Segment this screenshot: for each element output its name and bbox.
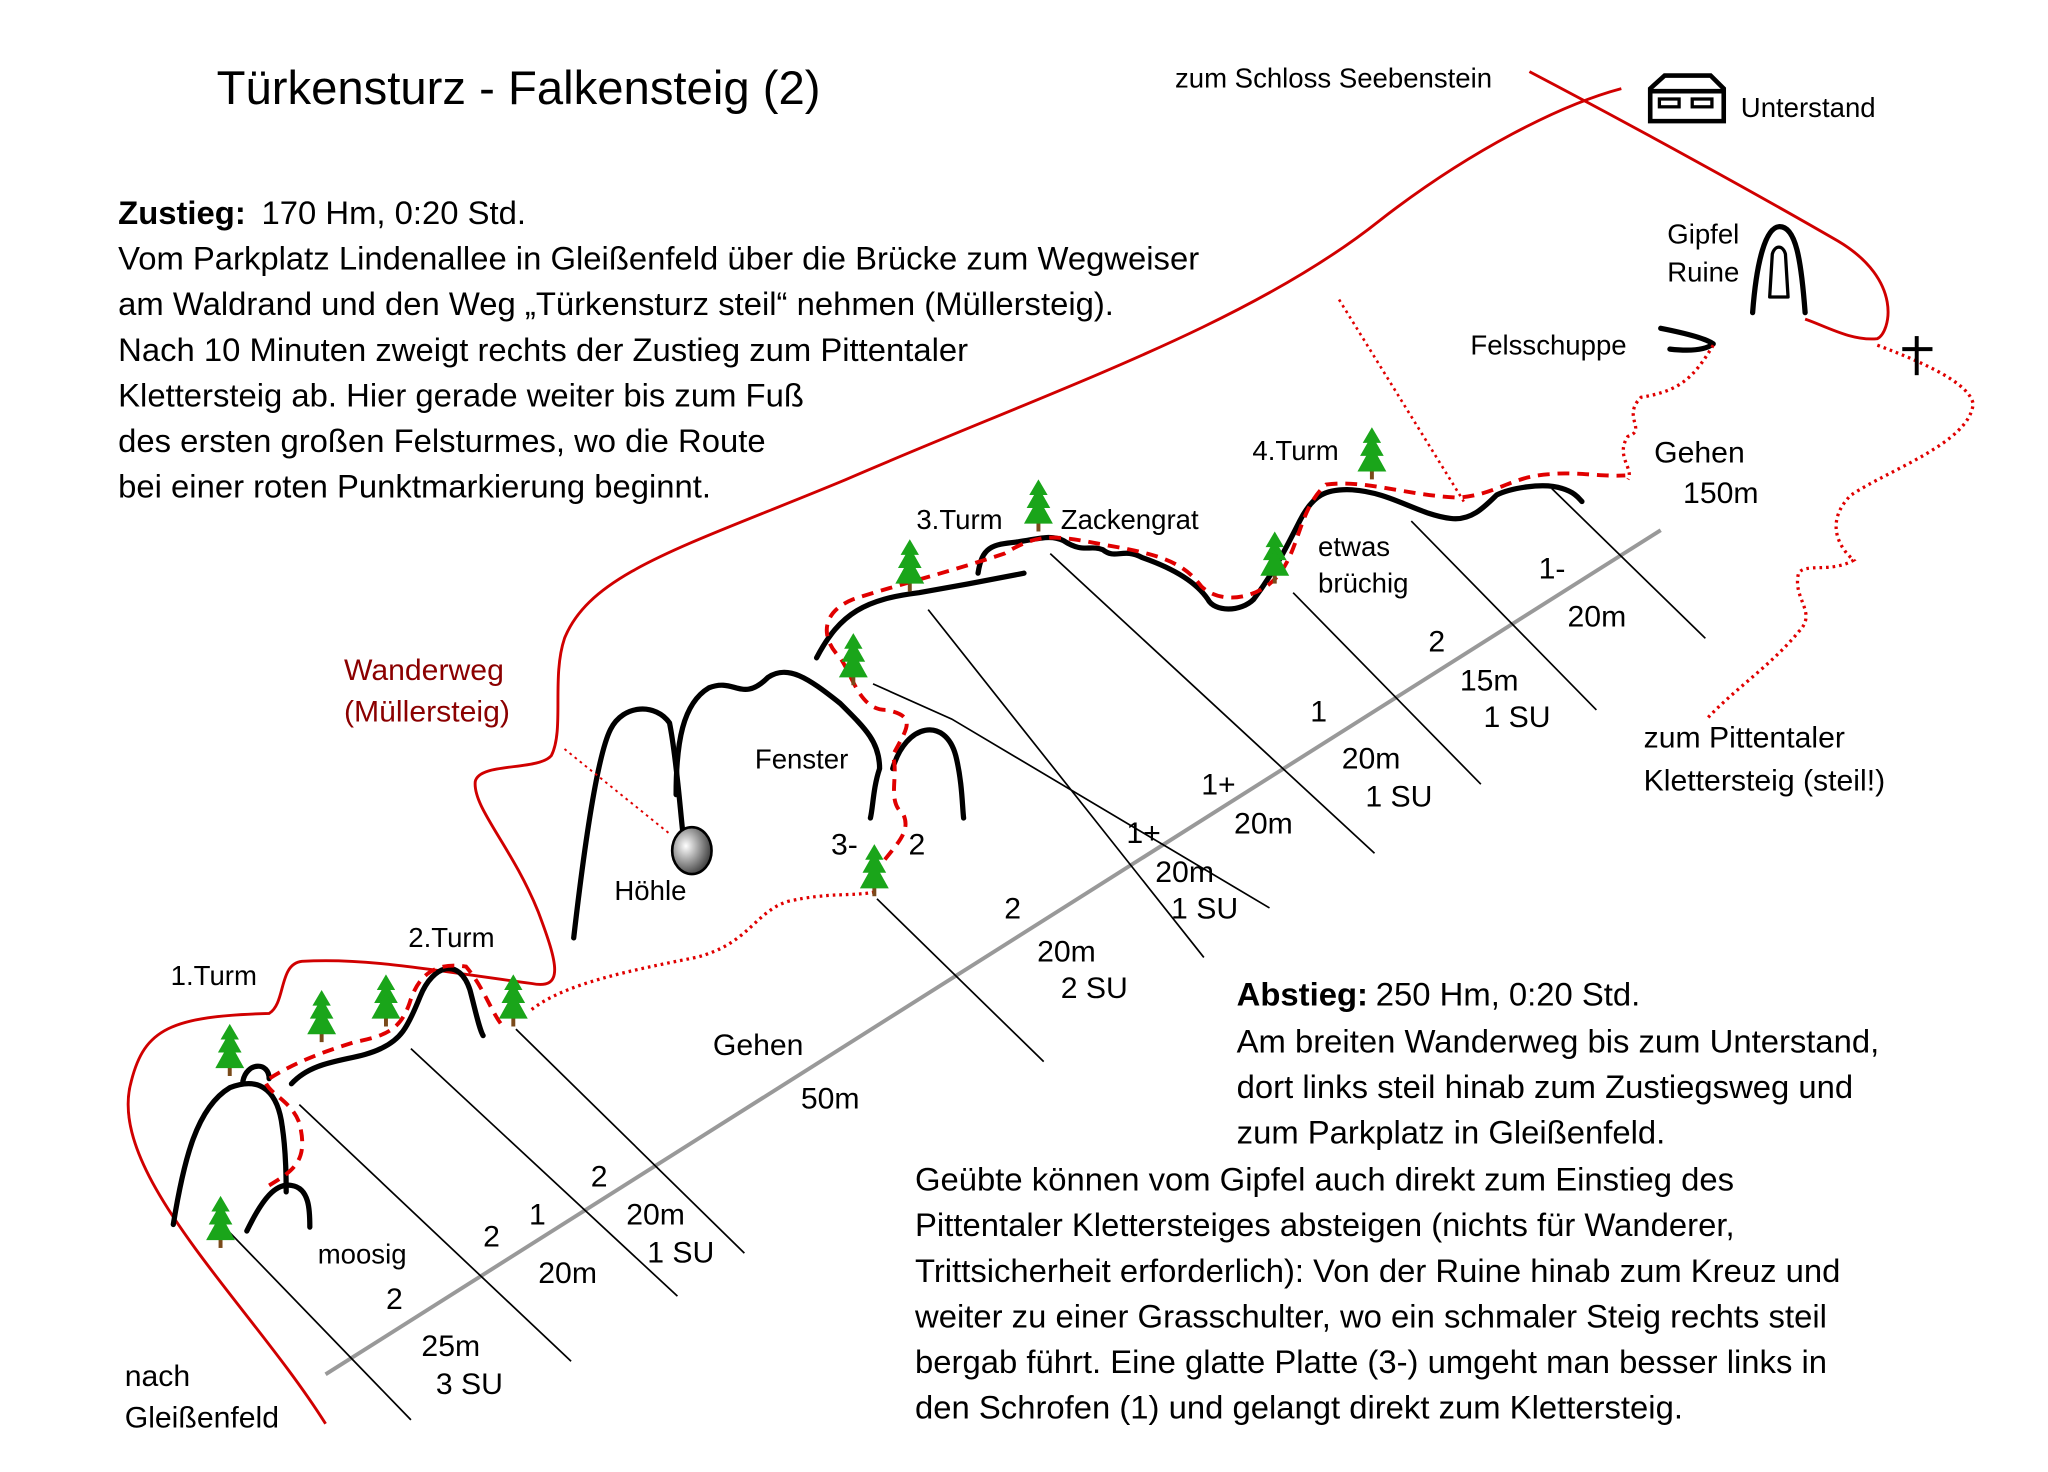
label-wanderweg: Wanderweg: [344, 654, 504, 687]
abstieg-advanced-line: Trittsicherheit erforderlich): Von der R…: [915, 1252, 1840, 1289]
zustieg-line: am Waldrand und den Weg „Türkensturz ste…: [118, 285, 1114, 322]
label-unterstand: Unterstand: [1741, 92, 1876, 123]
zustieg-line: Vom Parkplatz Lindenallee in Gleißenfeld…: [118, 240, 1199, 277]
pitch8-grade: 2: [1428, 625, 1445, 658]
label-felsschuppe: Felsschuppe: [1470, 329, 1626, 360]
pitch5-su: 1 SU: [1171, 892, 1238, 925]
label-gleissenfeld: Gleißenfeld: [125, 1402, 279, 1435]
pitch1-su: 3 SU: [436, 1368, 503, 1401]
pitch1-grade-alt: 2: [483, 1221, 500, 1254]
abstieg-line: zum Parkplatz in Gleißenfeld.: [1237, 1114, 1666, 1151]
abstieg-advanced-line: weiter zu einer Grasschulter, wo ein sch…: [914, 1298, 1827, 1335]
label-ruine: Ruine: [1667, 256, 1739, 287]
label-pittentaler-1: zum Pittentaler: [1644, 722, 1845, 755]
label-gehen-top-length: 150m: [1683, 477, 1758, 510]
label-hoehle: Höhle: [614, 875, 686, 906]
pitch9-length: 20m: [1568, 601, 1627, 634]
label-schloss: zum Schloss Seebenstein: [1175, 62, 1492, 93]
pitch8-su: 1 SU: [1483, 701, 1550, 734]
cave-pointer: [563, 748, 671, 835]
cave: [670, 825, 713, 876]
pitch4-su: 2 SU: [1061, 972, 1128, 1005]
abstieg-advanced-line: Geübte können vom Gipfel auch direkt zum…: [915, 1161, 1734, 1198]
label-gehen-mid-length: 50m: [801, 1083, 860, 1116]
pitch3-grade: 2: [591, 1161, 608, 1194]
label-nach: nach: [125, 1360, 190, 1393]
pitch8-length: 15m: [1460, 665, 1519, 698]
pitch7-length: 20m: [1342, 743, 1401, 776]
label-turm2: 2.Turm: [408, 922, 494, 953]
pitch5-length: 20m: [1155, 856, 1214, 889]
label-fenster: Fenster: [755, 744, 848, 775]
route-baseline: [324, 528, 1662, 1376]
pitch6-grade: 1+: [1201, 769, 1235, 802]
crux-grade-left: 3-: [831, 829, 858, 862]
abstieg-text: Abstieg:250 Hm, 0:20 Std.: [1237, 976, 1641, 1013]
pitch7-su: 1 SU: [1365, 780, 1432, 813]
pitch1-grade: 2: [386, 1283, 403, 1316]
climbing-route-upper: [824, 471, 1626, 877]
abstieg-heading: Abstieg:: [1237, 976, 1368, 1013]
label-zackengrat: Zackengrat: [1061, 504, 1199, 535]
label-gehen-mid: Gehen: [713, 1029, 804, 1062]
crux-grade-right: 2: [908, 829, 925, 862]
climbing-route: [262, 963, 507, 1188]
zustieg-heading: Zustieg:: [118, 194, 246, 231]
pitch4-grade: 2: [1004, 892, 1021, 925]
wanderweg-trail: [126, 87, 1622, 1425]
label-pittentaler-2: Klettersteig (steil!): [1644, 765, 1886, 798]
label-gipfel: Gipfel: [1667, 219, 1739, 250]
label-moosig: moosig: [318, 1239, 407, 1270]
shelter-icon: [1647, 73, 1727, 124]
pitch2-length: 20m: [538, 1257, 597, 1290]
zustieg-line: bei einer roten Punktmarkierung beginnt.: [118, 468, 711, 505]
page-title: Türkensturz - Falkensteig (2): [217, 61, 821, 114]
pitch7-grade: 1: [1310, 696, 1327, 729]
schloss-trail: [1528, 70, 1890, 341]
zustieg-line: Nach 10 Minuten zweigt rechts der Zustie…: [118, 331, 968, 368]
pitch-labels: 2 2 25m 3 SU 1 20m 2 20m 1 SU 2 20m 2 SU…: [386, 552, 1626, 1400]
abstieg-advanced-line: den Schrofen (1) und gelangt direkt zum …: [915, 1389, 1683, 1426]
label-bruechig: brüchig: [1318, 568, 1408, 599]
abstieg-line: Am breiten Wanderweg bis zum Unterstand,: [1237, 1023, 1880, 1060]
zustieg-text: Zustieg: 170 Hm, 0:20 Std.: [118, 194, 526, 231]
label-turm3: 3.Turm: [916, 504, 1002, 535]
pitch9-grade: 1-: [1539, 552, 1566, 585]
pitch5-grade: 1+: [1126, 817, 1160, 850]
abstieg-advanced-line: Pittentaler Klettersteiges absteigen (ni…: [915, 1206, 1735, 1243]
pitch6-length: 20m: [1234, 808, 1293, 841]
rock-outlines: [170, 224, 1808, 1234]
abstieg-advanced-line: bergab führt. Eine glatte Platte (3-) um…: [915, 1343, 1827, 1380]
pitch4-length: 20m: [1037, 935, 1096, 968]
pitch3-su: 1 SU: [647, 1236, 714, 1269]
label-etwas: etwas: [1318, 531, 1390, 562]
label-muellersteig: (Müllersteig): [344, 696, 510, 729]
summit-cross-icon: [1902, 336, 1933, 376]
tree-icons: [206, 427, 1387, 1248]
label-gehen-top: Gehen: [1654, 437, 1745, 470]
pittentaler-dotted: [1705, 343, 1975, 721]
zustieg-line: Klettersteig ab. Hier gerade weiter bis …: [118, 377, 804, 414]
label-turm4: 4.Turm: [1252, 435, 1338, 466]
label-turm1: 1.Turm: [171, 960, 257, 991]
pitch2-grade: 1: [529, 1199, 546, 1232]
schloss-connector: [1337, 298, 1465, 503]
abstieg-summary: 250 Hm, 0:20 Std.: [1376, 976, 1640, 1013]
zustieg-summary: 170 Hm, 0:20 Std.: [262, 194, 526, 231]
pitch1-length: 25m: [421, 1330, 480, 1363]
abstieg-line: dort links steil hinab zum Zustiegsweg u…: [1237, 1068, 1853, 1105]
pitch3-length: 20m: [626, 1199, 685, 1232]
zustieg-line: des ersten großen Felsturmes, wo die Rou…: [118, 422, 765, 459]
pitch-lines: [225, 487, 1706, 1421]
approach-dotted: [530, 890, 874, 1011]
